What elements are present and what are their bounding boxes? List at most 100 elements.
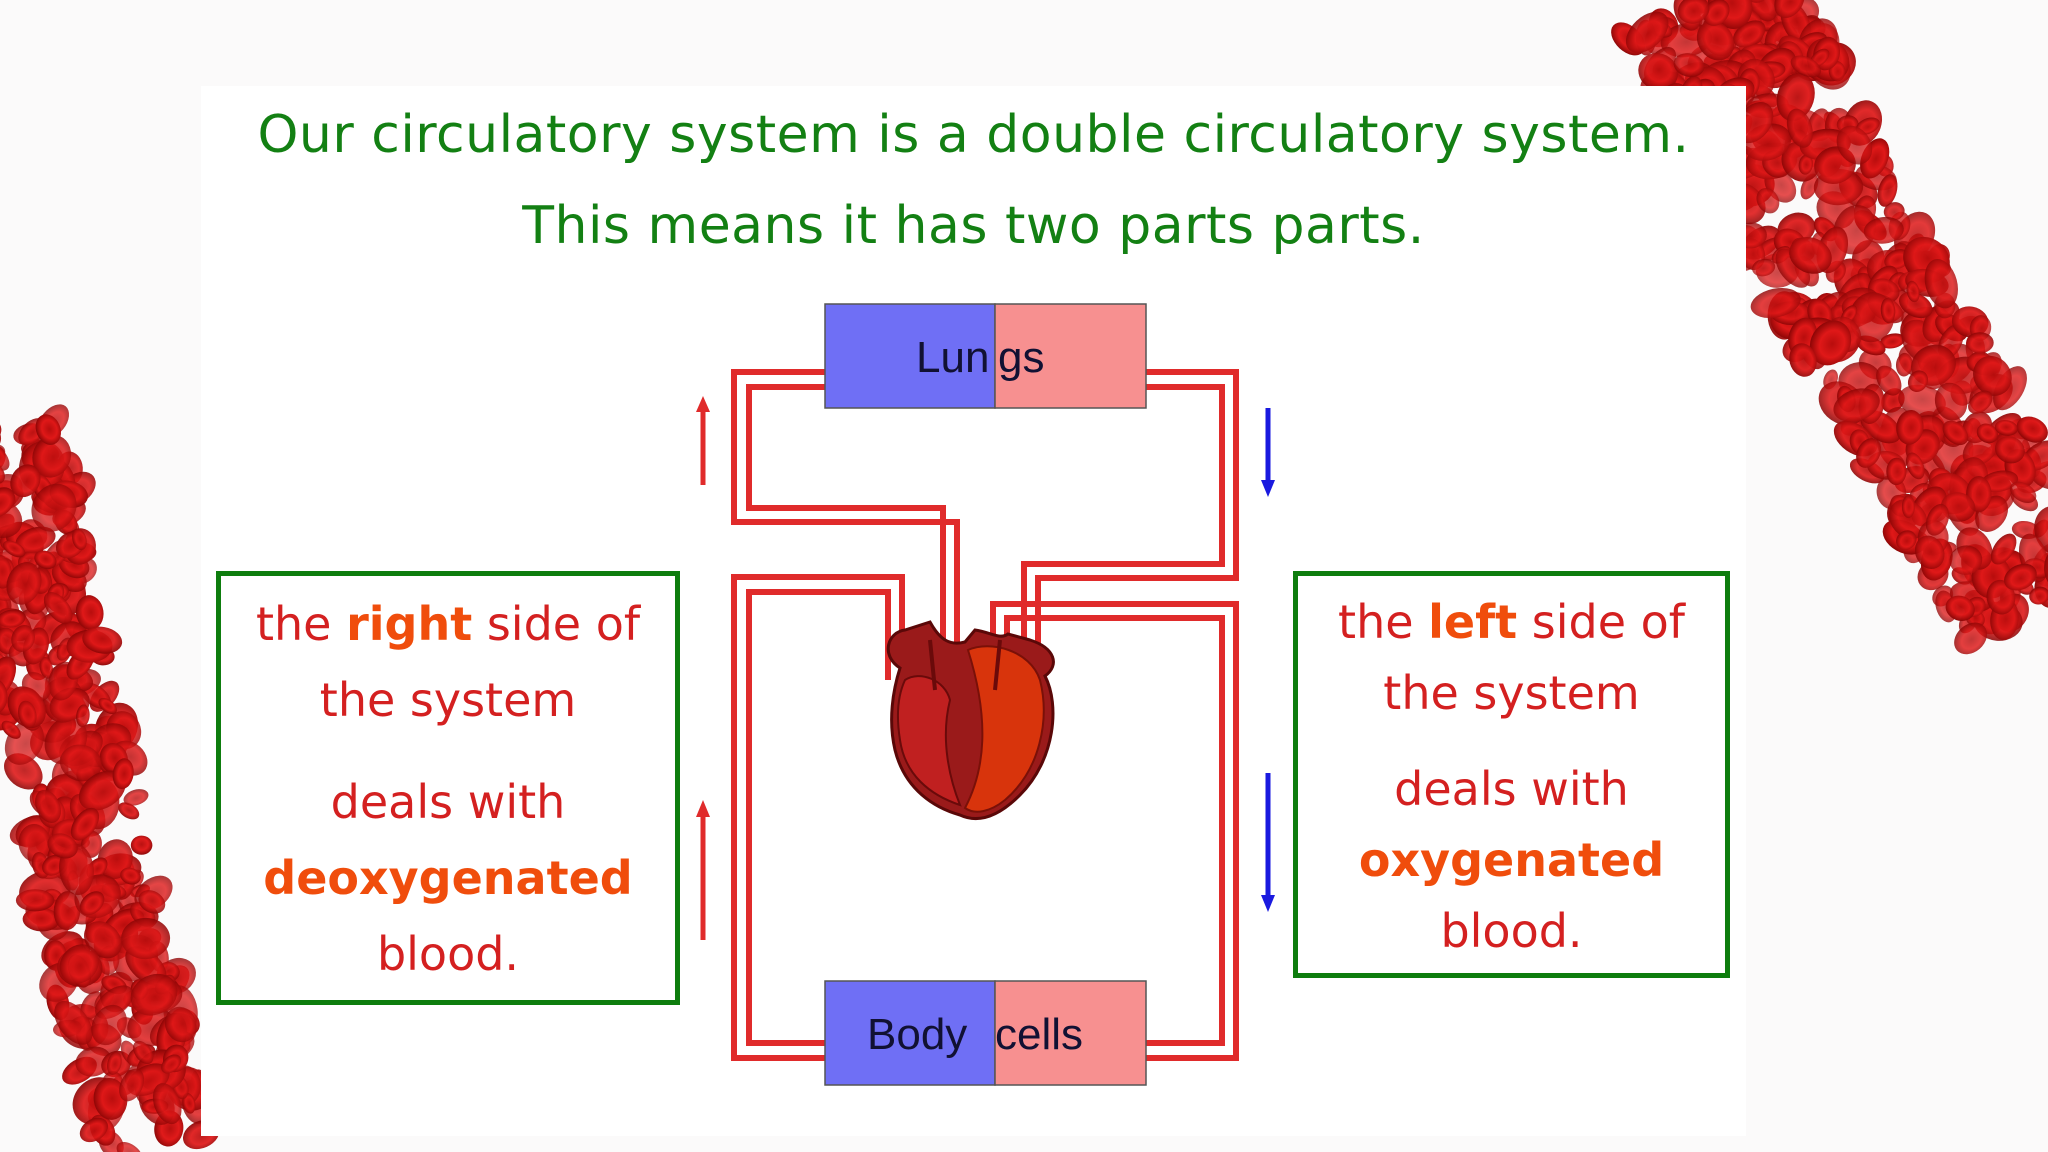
body-cells-label-part-2: cells [995, 1010, 1084, 1059]
blood-cell [1752, 258, 1776, 277]
blood-cell [0, 554, 13, 589]
right-box-highlight: right [346, 597, 473, 651]
blood-cell [1863, 216, 1904, 244]
blood-cell [1638, 53, 1679, 91]
blood-cell [76, 704, 90, 728]
right-side-info-box: the right side of the system deals with … [216, 571, 680, 1005]
up-arrow-red-top [696, 396, 710, 485]
blood-cell [2016, 416, 2048, 443]
blood-cell [1924, 259, 1958, 309]
blood-cell [123, 789, 149, 806]
flow-arrows [696, 396, 1275, 940]
left-box-line-2: the system [1383, 666, 1640, 720]
blood-cell [0, 609, 26, 628]
blood-cell [18, 824, 51, 863]
blood-cell [43, 592, 73, 624]
aorta-vessel [990, 601, 1239, 1061]
blood-cell [75, 595, 104, 630]
right-box-suffix: side of [472, 597, 641, 651]
up-arrow-red-bottom [696, 800, 710, 940]
blood-cell [120, 867, 141, 885]
blood-cell [1898, 384, 1946, 418]
blood-cell [182, 1092, 196, 1114]
blood-cell [1976, 423, 1999, 444]
blood-cell [2004, 563, 2037, 591]
blood-cell [1786, 108, 1813, 148]
blood-cell [112, 758, 134, 790]
blood-cell [0, 441, 10, 471]
blood-cell [1895, 352, 1913, 377]
blood-cell [98, 697, 117, 715]
left-box-prefix: the [1338, 595, 1429, 649]
blood-cell [2029, 586, 2048, 605]
blood-cell [1881, 388, 1905, 413]
blood-cell [1945, 595, 1975, 622]
blood-cell [1973, 355, 2012, 396]
blood-cell [0, 487, 16, 518]
body-cells-label-part-1: Body [867, 1010, 968, 1059]
blood-cell [107, 1051, 122, 1075]
blood-cell [1673, 53, 1705, 78]
blood-cell [70, 807, 100, 841]
right-box-line-1: the right side of [221, 596, 675, 654]
blood-cell [1896, 530, 1917, 551]
blood-cell [1774, 0, 1805, 19]
blood-cell [1954, 622, 1988, 655]
lungs-box [824, 303, 1147, 409]
blood-cell [15, 889, 55, 912]
blood-cell [59, 744, 102, 782]
blood-cell [133, 1040, 154, 1065]
blood-cell [1966, 332, 1994, 354]
blood-cell [35, 414, 61, 445]
blood-cell [1994, 419, 2018, 436]
blood-cell [1776, 72, 1815, 122]
pulmonary-vein-vessel-inner [1021, 384, 1225, 680]
right-box-line-2: the system [319, 673, 577, 727]
blood-cell [1886, 457, 1907, 486]
left-box-line-5: blood. [1440, 904, 1583, 958]
blood-cell [34, 550, 57, 570]
blood-cell [1940, 492, 1976, 522]
heart-icon [886, 620, 1055, 820]
blood-cell [1879, 333, 1906, 349]
blood-cell [1789, 343, 1817, 377]
left-box-line-3: deals with [1394, 762, 1629, 816]
blood-cell [116, 1141, 143, 1152]
blood-cell [118, 802, 140, 820]
blood-cell [1898, 291, 1933, 319]
blood-cell [1789, 236, 1832, 274]
blood-cell [1925, 503, 1950, 536]
blood-cell [1883, 202, 1905, 221]
blood-cell [1905, 452, 1925, 480]
blood-cell [1907, 370, 1929, 392]
pulmonary-artery-vessel-inner [746, 384, 946, 680]
blood-cell [1677, 0, 1710, 24]
blood-cell [1990, 533, 2017, 565]
blood-cell [1703, 0, 1730, 26]
down-arrow-blue-top [1261, 408, 1275, 497]
blood-cell [1906, 280, 1920, 303]
title-line-1: Our circulatory system is a double circu… [257, 105, 1690, 165]
vessels [731, 369, 1239, 1061]
blood-cell [54, 1000, 93, 1045]
blood-cell [1833, 388, 1880, 422]
blood-cell [53, 891, 81, 931]
blood-cell [138, 890, 166, 914]
blood-cell [1836, 125, 1873, 165]
vena-cava-vessel [731, 574, 905, 1061]
right-box-line-5: blood. [376, 927, 520, 981]
left-side-info-box: the left side of the system deals with o… [1293, 571, 1730, 978]
blood-cell [1942, 420, 1969, 446]
blood-cell [32, 434, 72, 478]
blood-cell [1994, 436, 2025, 464]
blood-cell [1876, 365, 1902, 396]
blood-cell [164, 1006, 197, 1043]
left-box-emphasis: oxygenated [1358, 833, 1665, 887]
blood-cell [121, 917, 171, 960]
blood-cell [82, 626, 123, 654]
lungs-label-part-1: Lun [916, 333, 990, 382]
blood-cell [72, 528, 87, 551]
vena-cava-vessel-inner [746, 589, 891, 1046]
blood-cell [2034, 506, 2048, 556]
